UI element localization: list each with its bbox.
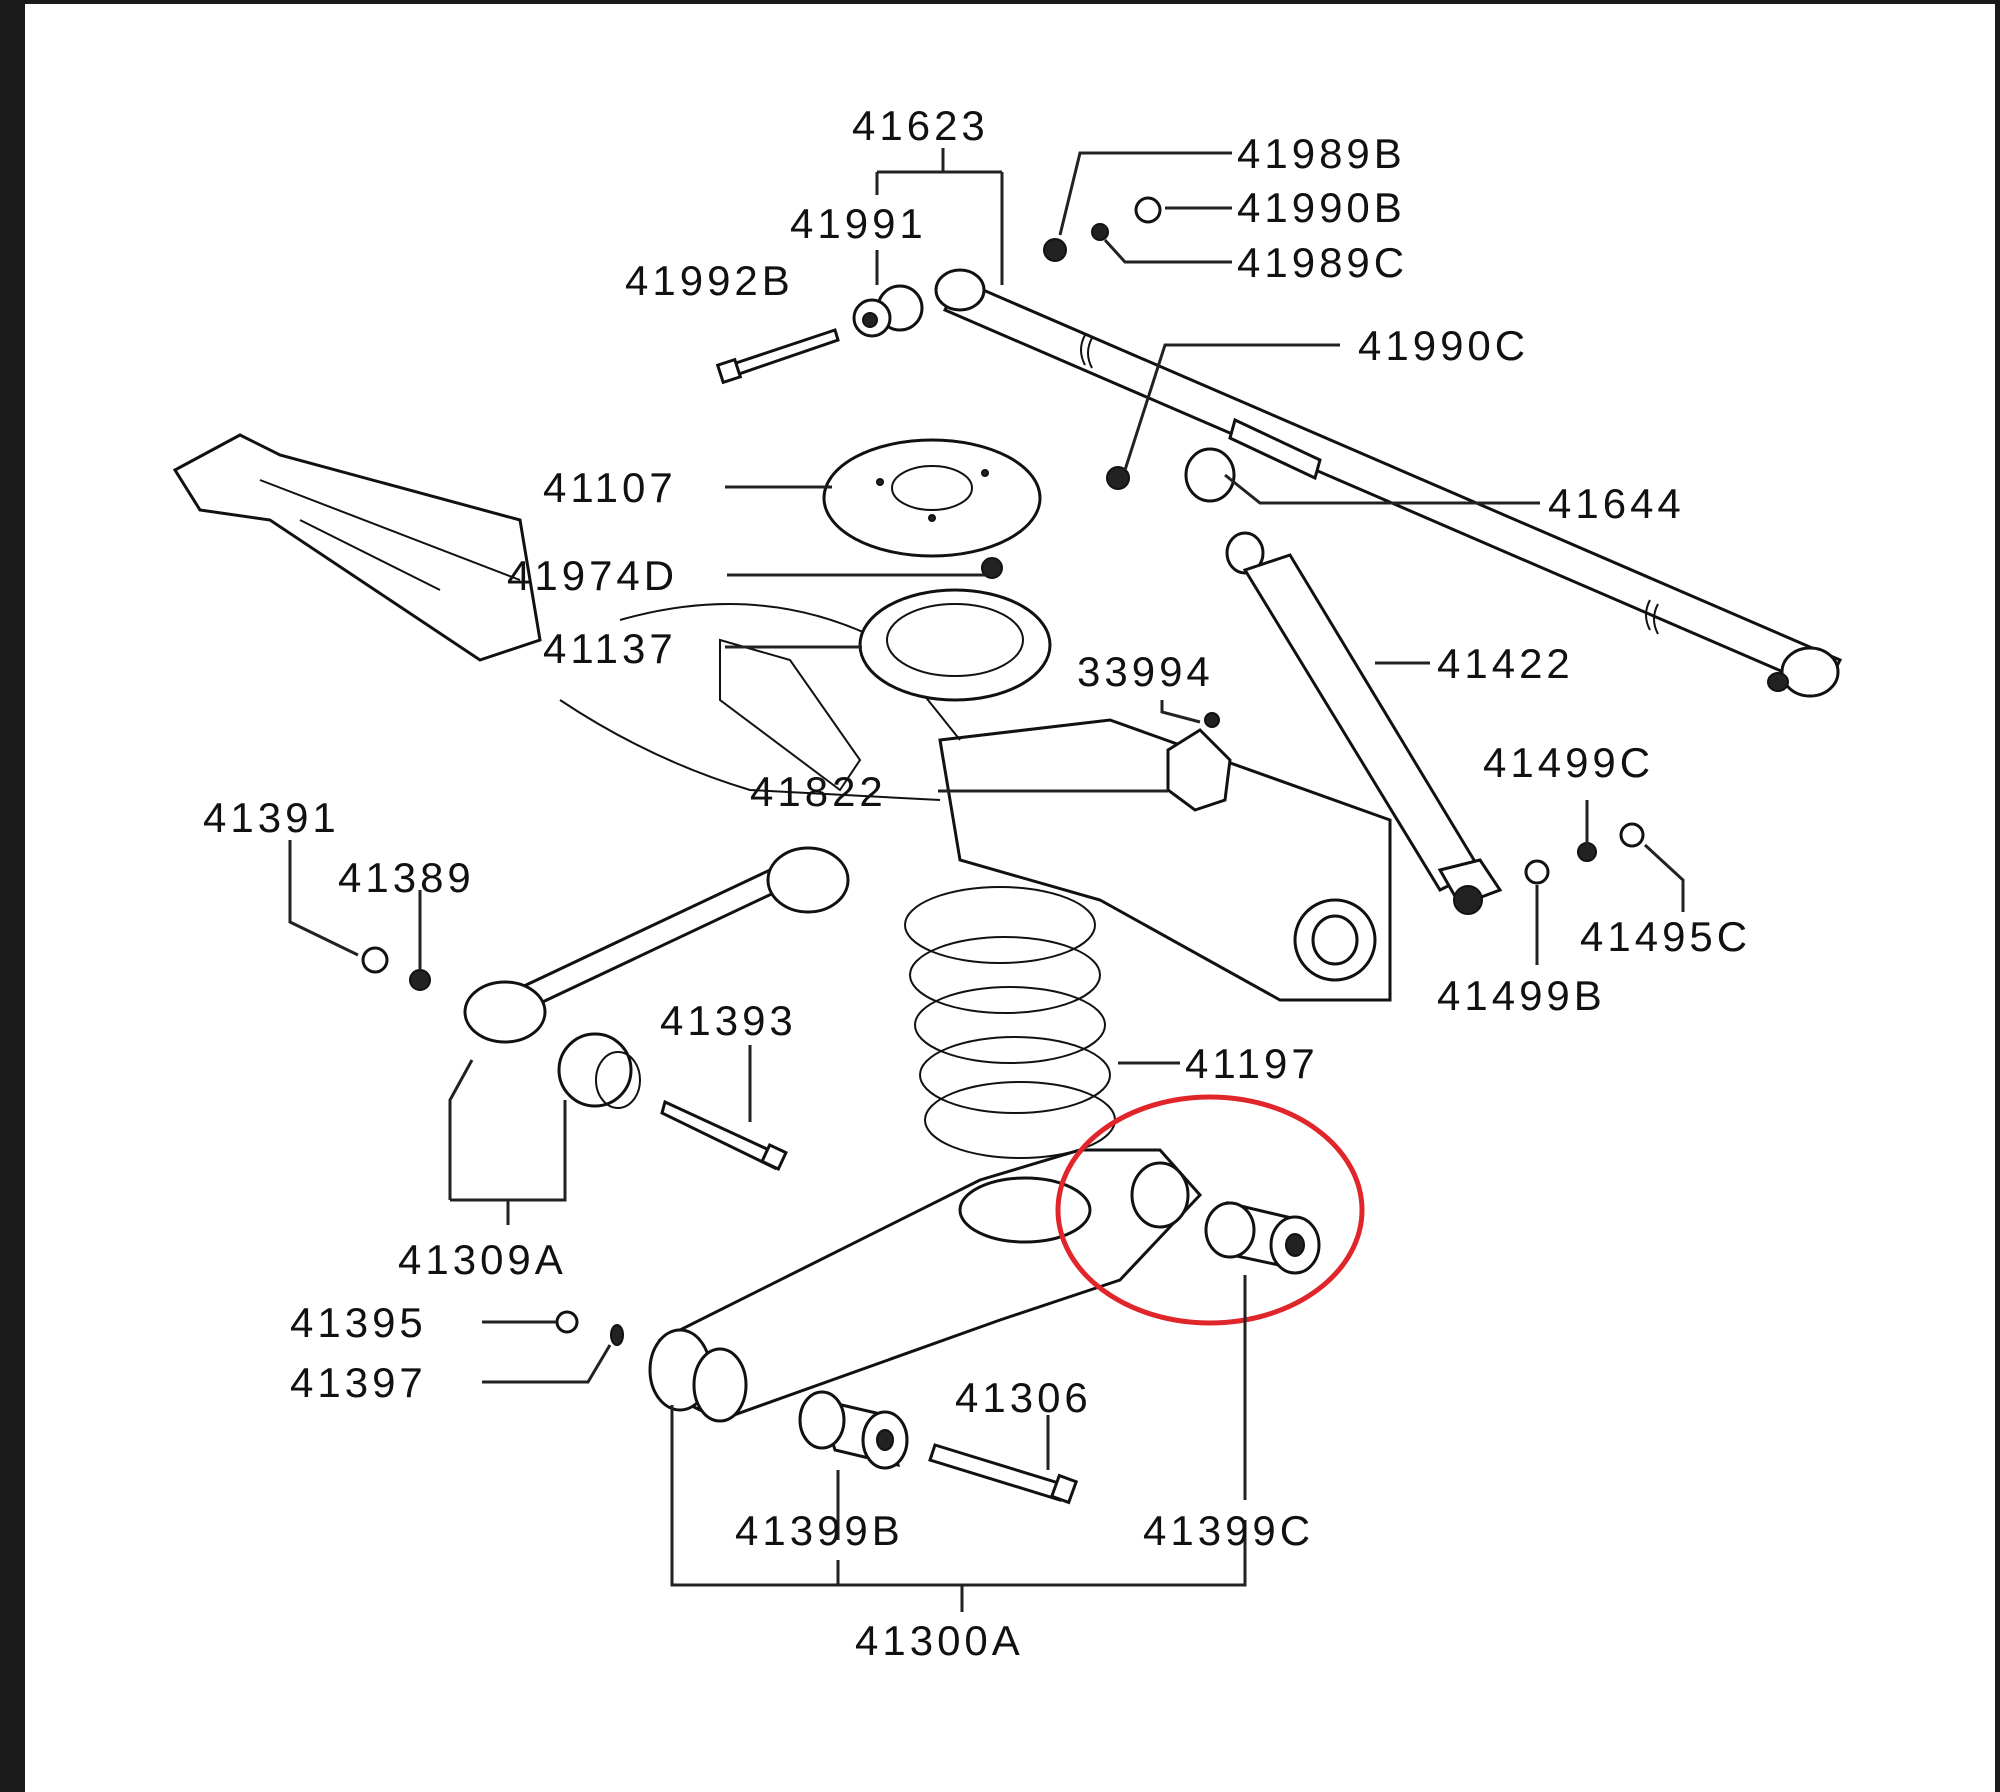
frame-right-border	[1995, 0, 2000, 1792]
label-41393: 41393	[660, 997, 797, 1044]
label-41389: 41389	[338, 854, 475, 901]
frame-top-border	[0, 0, 2000, 4]
nut-41990C[interactable]	[1106, 466, 1130, 490]
spring-pad-41137[interactable]	[858, 588, 1052, 702]
coil-spring-41197[interactable]	[904, 886, 1116, 1159]
label-41974D: 41974D	[507, 552, 678, 599]
washer-41395[interactable]	[555, 1310, 579, 1334]
control-arm-41309A[interactable]	[463, 846, 850, 1109]
frame-left-border	[0, 0, 25, 1792]
shock-absorber-41422[interactable]	[1225, 531, 1503, 915]
label-41306: 41306	[955, 1374, 1092, 1421]
washer-41495C[interactable]	[1619, 822, 1645, 848]
nut-41989B[interactable]	[1043, 238, 1067, 262]
label-41309A: 41309A	[398, 1236, 567, 1283]
lower-arm-41300A[interactable]	[648, 1148, 1203, 1423]
bolt-41306[interactable]	[928, 1443, 1079, 1505]
washer-41391[interactable]	[361, 946, 389, 974]
label-41989C: 41989C	[1237, 239, 1408, 286]
label-41391: 41391	[203, 794, 340, 841]
bolt-41393[interactable]	[660, 1099, 788, 1171]
bushing-41399B[interactable]	[798, 1390, 909, 1470]
label-41397: 41397	[290, 1359, 427, 1406]
label-41499C: 41499C	[1483, 739, 1654, 786]
label-41395: 41395	[290, 1299, 427, 1346]
label-41644: 41644	[1548, 480, 1685, 527]
nut-41389[interactable]	[409, 969, 431, 991]
highlight-circle	[1055, 1094, 1365, 1326]
label-41197: 41197	[1185, 1040, 1319, 1087]
axle-beam[interactable]	[172, 433, 1392, 1002]
label-41499B: 41499B	[1437, 972, 1606, 1019]
label-41137: 41137	[543, 625, 677, 672]
nut-41499C[interactable]	[1577, 842, 1597, 862]
label-41399C: 41399C	[1143, 1507, 1314, 1554]
bump-stopper-41974D[interactable]	[981, 557, 1003, 579]
bracket-41644[interactable]	[1184, 417, 1322, 503]
label-41107: 41107	[543, 464, 677, 511]
label-41300A: 41300A	[855, 1617, 1024, 1664]
washer-41499B[interactable]	[1524, 859, 1550, 885]
label-41422: 41422	[1437, 640, 1574, 687]
bushing-41991[interactable]	[852, 284, 924, 338]
label-41992B: 41992B	[625, 257, 794, 304]
label-41623: 41623	[852, 102, 989, 149]
part-labels: 41623 41991 41992B 41989B 41990B 41989C …	[203, 102, 1751, 1664]
bolt-41992B[interactable]	[715, 328, 840, 385]
lateral-rod-41623[interactable]	[934, 268, 1843, 698]
spring-seat-41107[interactable]	[822, 438, 1042, 558]
leader-lines	[288, 148, 1685, 1612]
label-41495C: 41495C	[1580, 913, 1751, 960]
label-41991: 41991	[790, 200, 927, 247]
nut-41397[interactable]	[610, 1324, 624, 1346]
label-41989B: 41989B	[1237, 130, 1406, 177]
washer-41990B[interactable]	[1134, 196, 1162, 224]
bump-rubber-33994[interactable]	[1166, 712, 1232, 812]
label-41990C: 41990C	[1358, 322, 1529, 369]
label-41399B: 41399B	[735, 1507, 904, 1554]
nut-41989C[interactable]	[1091, 223, 1109, 241]
label-41990B: 41990B	[1237, 184, 1406, 231]
label-33994: 33994	[1077, 648, 1214, 695]
label-41822: 41822	[750, 768, 887, 815]
bushing-41399C[interactable]	[1204, 1201, 1321, 1275]
